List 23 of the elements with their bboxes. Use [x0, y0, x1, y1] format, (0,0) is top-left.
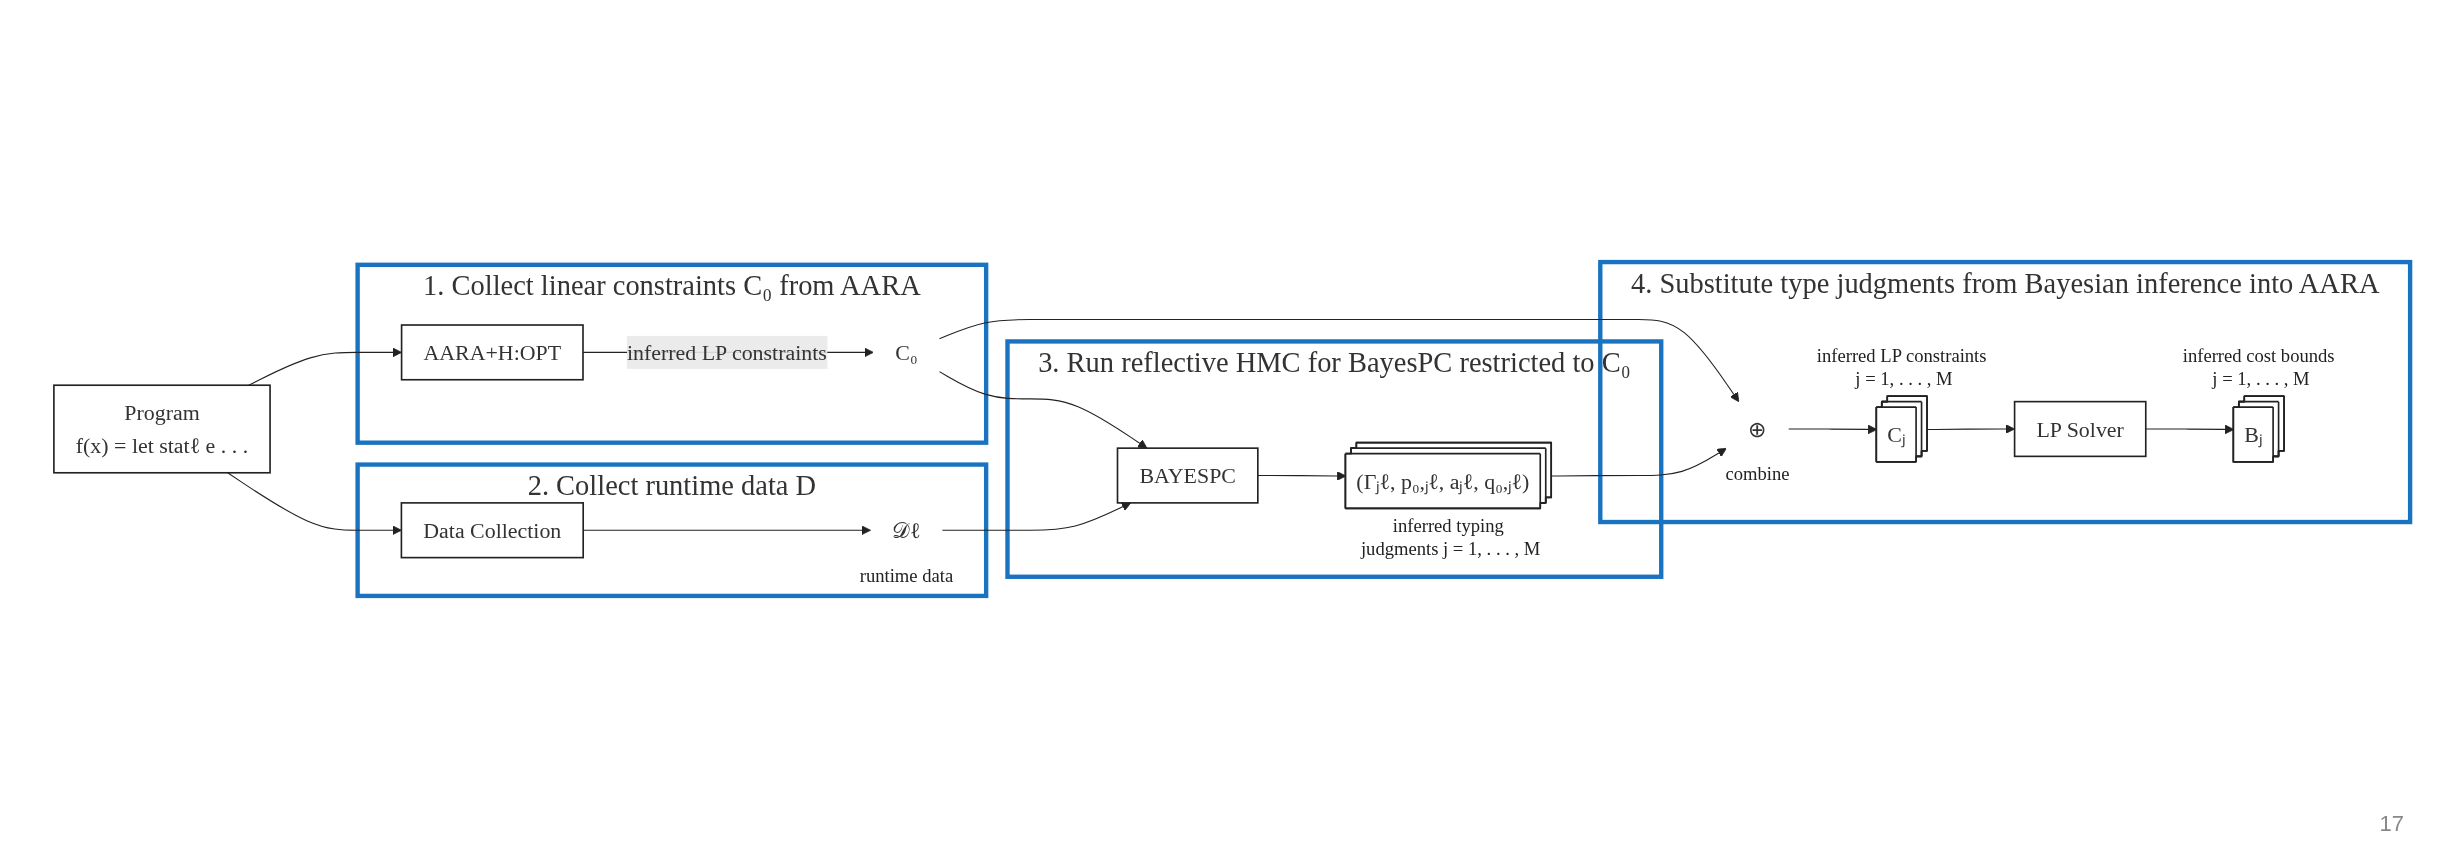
arrow — [938, 318, 1740, 402]
node-box: AARA+H:OPT — [400, 323, 584, 381]
arrow — [941, 501, 1132, 531]
node-caption: inferred cost bounds j = 1, . . . , M — [2182, 344, 2335, 389]
node-caption: inferred LP constraints j = 1, . . . , M — [1816, 344, 1987, 389]
arrow — [1257, 470, 1347, 481]
node-caption: inferred typing judgments j = 1, . . . , M — [1360, 514, 1541, 559]
arrow — [938, 370, 1148, 449]
node-box: LP Solver — [2013, 400, 2147, 457]
node-box: Data Collection — [400, 501, 584, 558]
arrow — [227, 471, 402, 535]
edge-label: inferred LP constraints — [626, 339, 827, 364]
arrow — [1551, 447, 1727, 477]
node-caption: combine — [1725, 462, 1790, 484]
arrow — [2145, 424, 2235, 434]
node-text: ⊕ — [1748, 416, 1767, 441]
node-caption: runtime data — [859, 564, 954, 586]
node-text: C₀ — [895, 339, 918, 364]
node-box: Program f(x) = let statℓ e . . . — [53, 383, 271, 474]
arrow — [1788, 424, 1878, 434]
node-box: BAYESPC — [1116, 446, 1259, 504]
page-number: 17 — [2379, 811, 2404, 837]
node-text: 𝒟ℓ — [892, 517, 921, 542]
